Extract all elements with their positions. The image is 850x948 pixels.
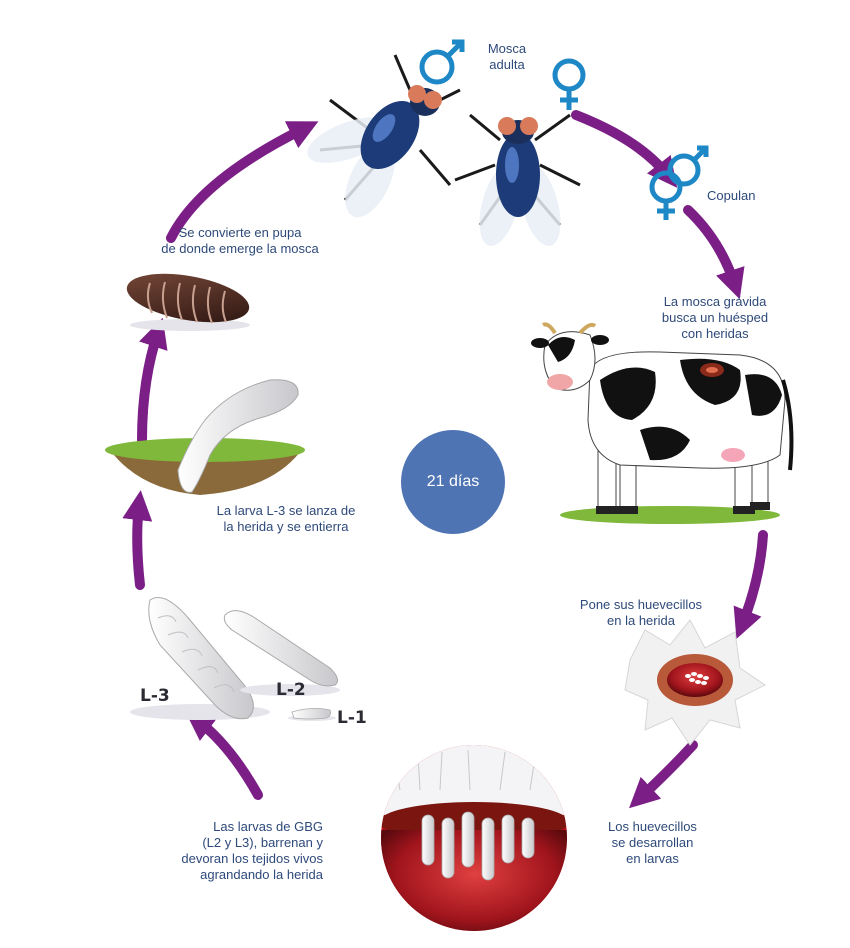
label-lays-eggs: Pone sus huevecillos en la herida — [579, 597, 703, 628]
arrow-ground-to-pupa — [137, 317, 168, 445]
label-copulate: Copulan — [707, 188, 756, 203]
larva-l3 — [130, 597, 270, 720]
larva-l1 — [288, 708, 336, 721]
label-pupa: Se convierte en pupa de donde emerge la … — [161, 225, 319, 256]
label-l3: L-3 — [140, 686, 170, 706]
male-symbol-icon — [419, 39, 465, 85]
arrow-host-to-eggs — [733, 530, 768, 639]
arrow-pupa-to-fly — [166, 121, 319, 243]
arrow-copulate-to-host — [683, 205, 745, 300]
label-larva-drops: La larva L-3 se lanza de la herida y se … — [216, 503, 356, 534]
cow-host — [531, 322, 794, 524]
ground-burrow — [105, 379, 305, 495]
copulation-symbol-icon — [649, 145, 709, 220]
label-gravid-fly: La mosca grávida busca un huésped con he… — [661, 294, 769, 341]
label-adult-fly: Mosca adulta — [487, 41, 527, 72]
label-l2: L-2 — [276, 680, 306, 700]
cycle-arrows — [122, 110, 768, 809]
larva-l2 — [223, 610, 340, 696]
label-larvae-bore: Las larvas de GBG (L2 y L3), barrenan y … — [181, 819, 323, 882]
arrow-eggs-to-larvae — [629, 740, 698, 809]
cycle-duration-badge: 21 días — [401, 430, 505, 534]
fly-female — [454, 113, 581, 246]
arrow-l3-to-ground — [122, 490, 153, 590]
female-symbol-icon — [552, 58, 586, 110]
label-eggs-develop: Los huevecillos se desarrollan en larvas — [608, 819, 697, 866]
label-l1: L-1 — [337, 708, 367, 728]
arrow-female-to-copulate — [571, 110, 678, 188]
arrow-bore-to-l3 — [185, 710, 263, 800]
pupa — [126, 273, 250, 331]
fly-male — [307, 54, 461, 218]
larvae-in-wound — [381, 745, 567, 931]
egg-wound — [624, 619, 766, 746]
